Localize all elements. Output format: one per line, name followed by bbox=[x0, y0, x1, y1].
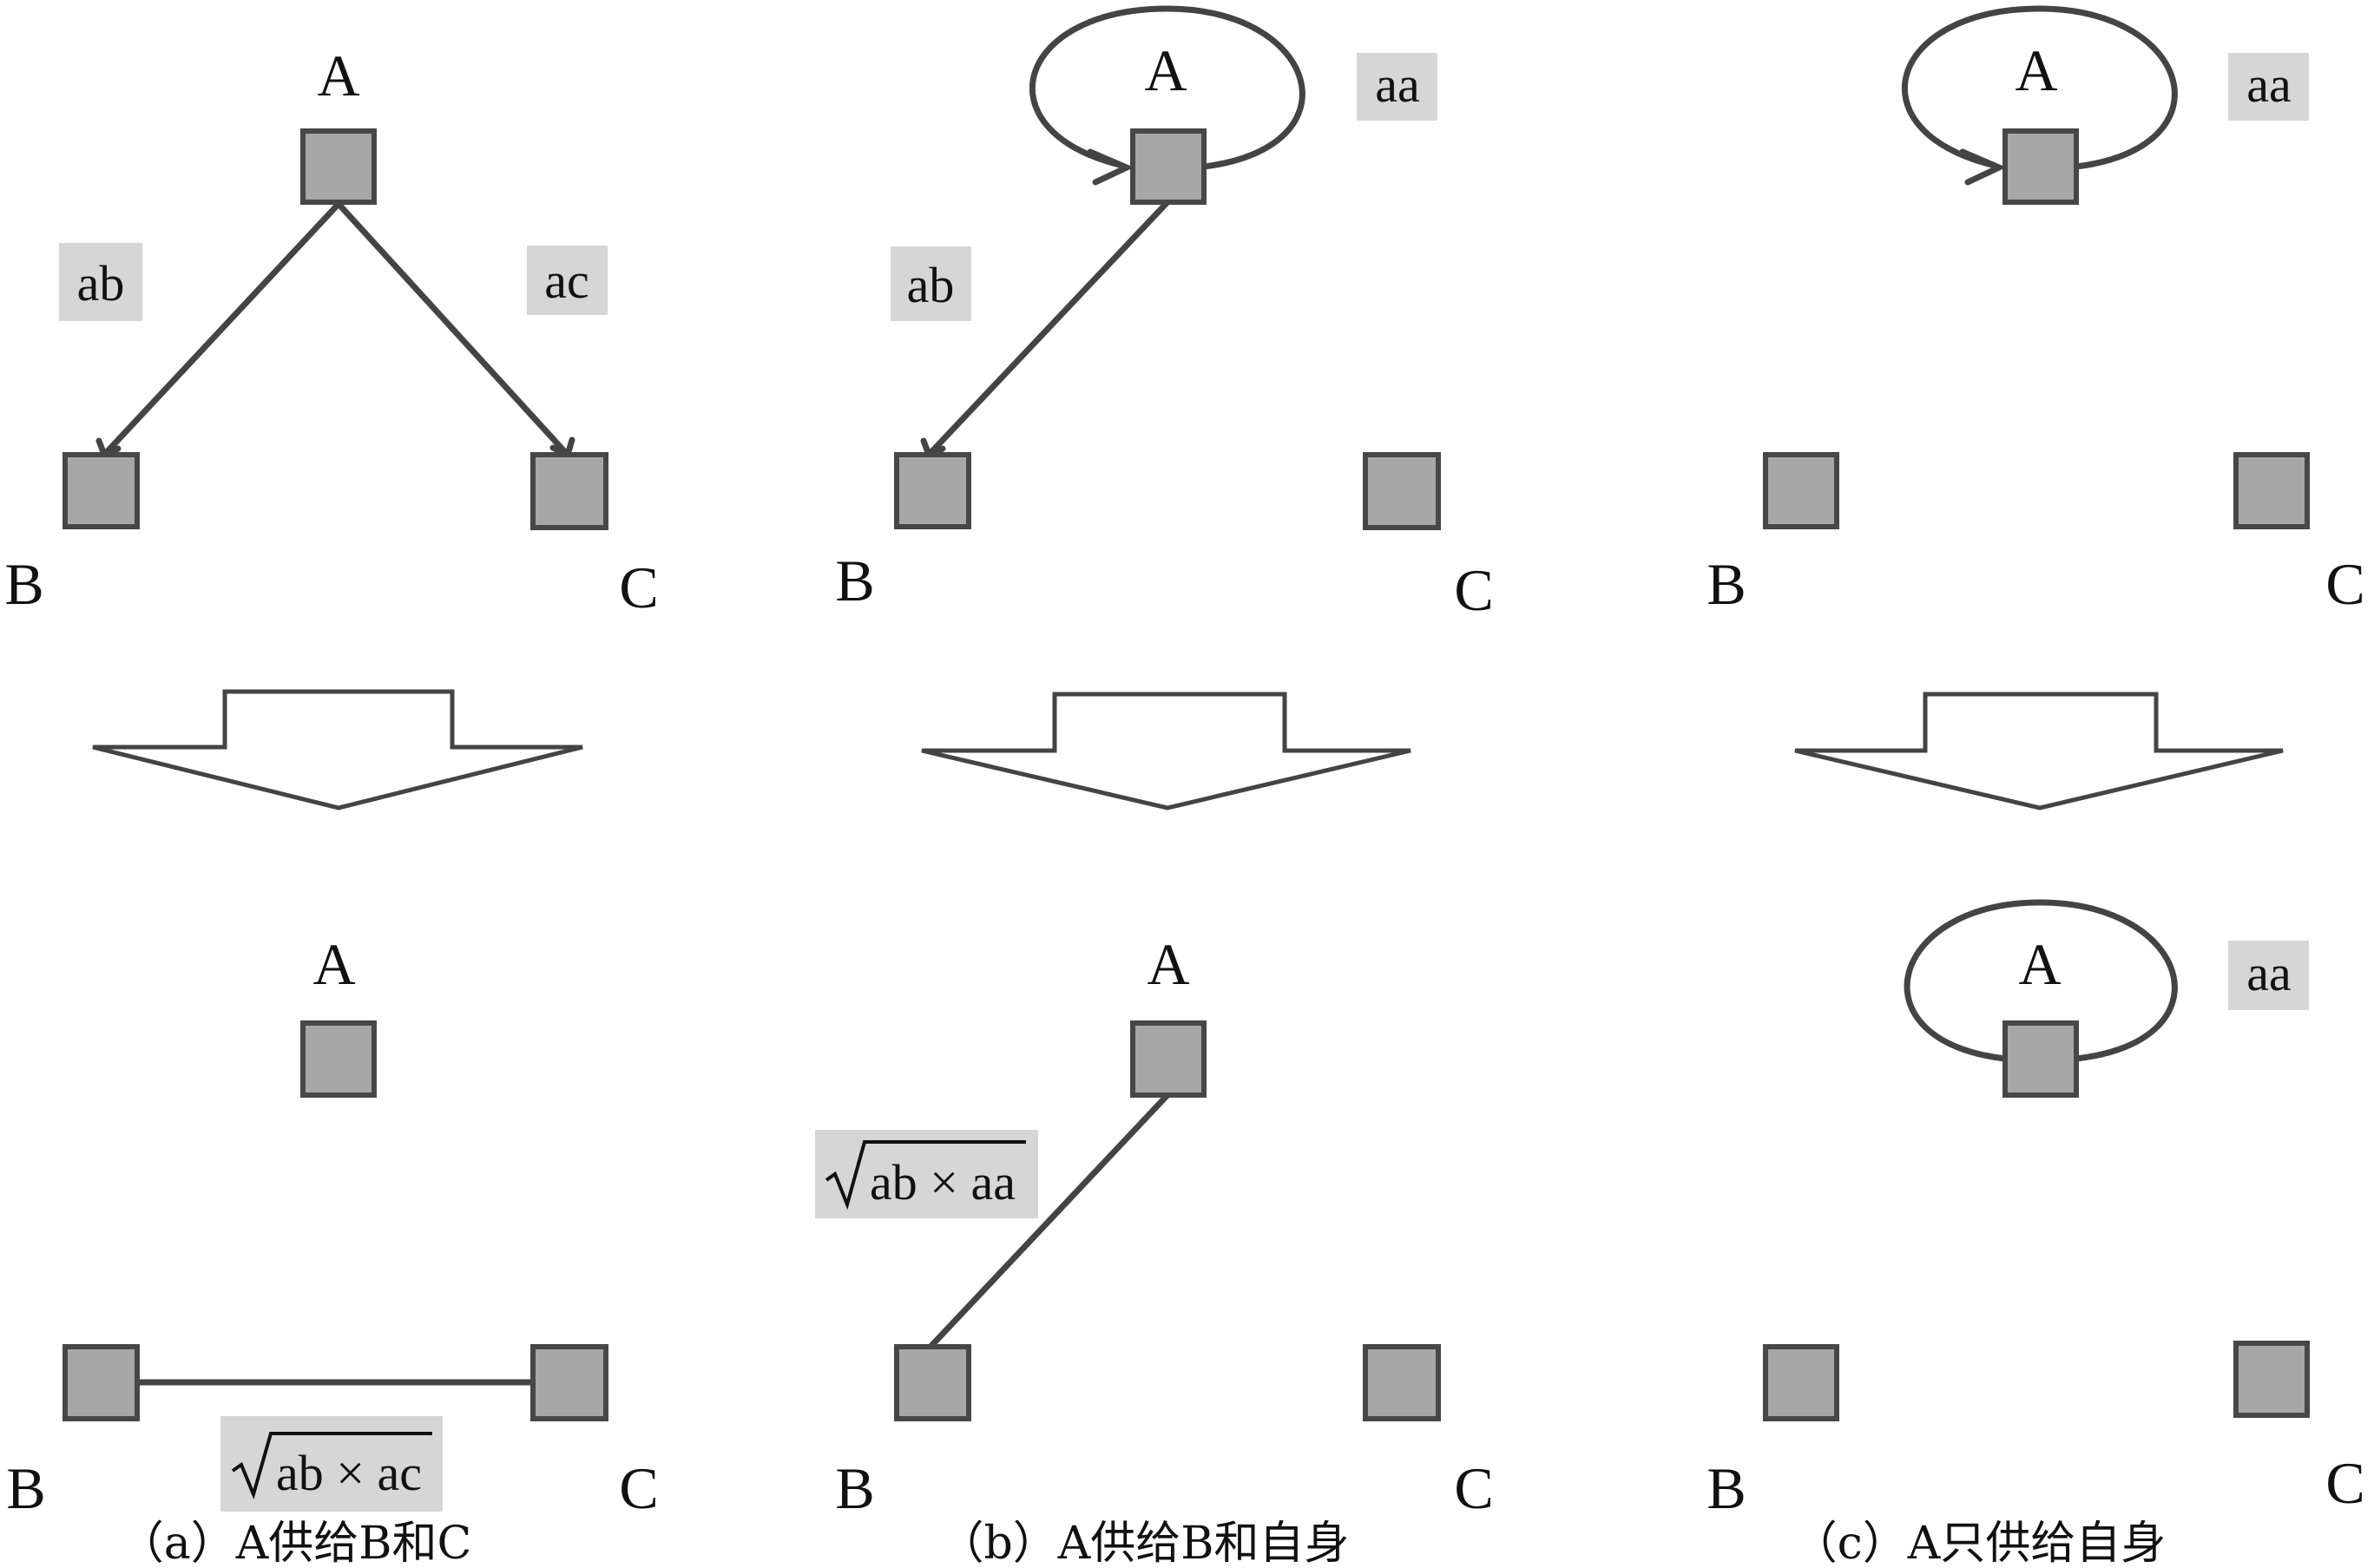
svg-text:aa: aa bbox=[1375, 56, 1420, 113]
node-a bbox=[300, 1020, 377, 1098]
svg-text:ab: ab bbox=[907, 257, 955, 313]
node-a-label: A bbox=[1147, 931, 1189, 997]
node-b-label: B bbox=[1707, 551, 1746, 617]
edge-a-to-c bbox=[335, 200, 569, 456]
panel-c-bottom: A B C aa bbox=[1707, 899, 2365, 1521]
node-a-label: A bbox=[2015, 37, 2057, 103]
node-c bbox=[1363, 1344, 1441, 1421]
caption-b: （b）A供给B和自身 bbox=[938, 1518, 1349, 1568]
arrowhead-icon bbox=[1959, 148, 2007, 186]
svg-text:aa: aa bbox=[2246, 56, 2292, 113]
node-c bbox=[530, 1344, 608, 1421]
node-a-label: A bbox=[2018, 931, 2061, 997]
edge-a-to-b bbox=[102, 200, 342, 456]
caption-c: （c）A只供给自身 bbox=[1792, 1518, 2167, 1568]
node-a bbox=[1130, 1020, 1207, 1098]
node-b-label: B bbox=[6, 1455, 45, 1521]
panel-c-top: A B C aa bbox=[1707, 5, 2365, 617]
edge-label-ab: ab bbox=[891, 246, 971, 321]
panel-b-top: A B C aa ab bbox=[835, 5, 1494, 623]
self-loop-a bbox=[1029, 5, 1305, 170]
edge-a-b bbox=[927, 1092, 1171, 1350]
self-loop-a bbox=[1904, 899, 2178, 1062]
svg-text:ab × aa: ab × aa bbox=[870, 1154, 1016, 1210]
node-a-label: A bbox=[312, 931, 355, 997]
node-c bbox=[1363, 452, 1441, 530]
node-b-label: B bbox=[835, 548, 874, 613]
panel-a-bottom: A B C ab × ac bbox=[6, 931, 658, 1521]
node-a bbox=[2002, 128, 2079, 205]
edge-label-aa: aa bbox=[2228, 53, 2309, 121]
node-c-label: C bbox=[2325, 551, 2364, 617]
node-c-label: C bbox=[619, 554, 658, 620]
down-arrow-icon bbox=[92, 689, 583, 810]
arrowhead-icon bbox=[1087, 148, 1134, 186]
node-c bbox=[530, 452, 608, 530]
node-c bbox=[2233, 1341, 2310, 1418]
edge-label-sqrt-ab-aa: ab × aa bbox=[815, 1130, 1038, 1218]
node-c-label: C bbox=[2325, 1450, 2364, 1516]
self-loop-a bbox=[1901, 5, 2178, 170]
edge-label-sqrt-ab-ac: ab × ac bbox=[220, 1416, 443, 1512]
edge-a-to-b bbox=[927, 199, 1171, 456]
down-arrow-icon bbox=[921, 692, 1411, 810]
node-c bbox=[2233, 452, 2310, 529]
node-a bbox=[300, 128, 377, 205]
panel-a-top: A B C ab ac bbox=[4, 43, 658, 620]
node-a bbox=[2002, 1020, 2079, 1098]
node-a-label: A bbox=[1144, 37, 1187, 103]
svg-text:ac: ac bbox=[544, 253, 589, 309]
edge-label-ac: ac bbox=[527, 246, 608, 315]
node-a bbox=[1130, 128, 1207, 205]
square-root-icon bbox=[825, 1140, 1026, 1210]
panel-a: A B C ab ac A B C ab × bbox=[4, 43, 658, 1568]
node-b-label: B bbox=[1707, 1455, 1746, 1521]
square-root-icon bbox=[231, 1432, 432, 1500]
edge-label-aa: aa bbox=[2228, 941, 2309, 1010]
panel-c: A B C aa A B C aa （c）A只供给自身 bbox=[1707, 5, 2365, 1568]
node-b bbox=[62, 1344, 140, 1421]
node-b bbox=[1763, 1344, 1839, 1421]
panel-b-bottom: A B C ab × aa bbox=[815, 931, 1494, 1521]
node-c-label: C bbox=[619, 1455, 658, 1521]
caption-a: （a）A供给B和C bbox=[119, 1518, 472, 1568]
node-c-label: C bbox=[1454, 557, 1493, 623]
panel-b: A B C aa ab A B C ab × aa bbox=[815, 5, 1494, 1568]
node-b bbox=[62, 452, 140, 529]
edge-label-aa: aa bbox=[1357, 53, 1437, 121]
node-b bbox=[1763, 452, 1839, 529]
edge-label-ab: ab bbox=[59, 243, 142, 321]
node-b bbox=[894, 1344, 971, 1421]
svg-text:ab × ac: ab × ac bbox=[276, 1445, 422, 1501]
node-b-label: B bbox=[4, 551, 43, 617]
svg-text:ab: ab bbox=[77, 255, 125, 312]
svg-text:aa: aa bbox=[2246, 945, 2292, 1001]
node-c-label: C bbox=[1454, 1455, 1493, 1521]
down-arrow-icon bbox=[1794, 692, 2284, 810]
node-b bbox=[894, 452, 971, 529]
node-b-label: B bbox=[835, 1455, 874, 1521]
node-a-label: A bbox=[317, 43, 359, 108]
